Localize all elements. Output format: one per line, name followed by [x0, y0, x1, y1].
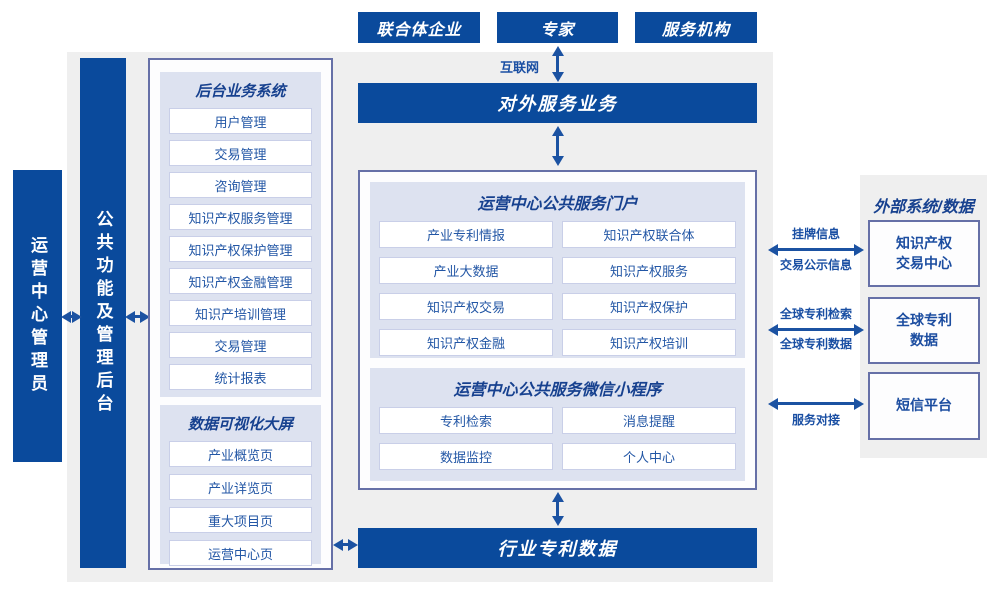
double-arrow-backend-to-panel [135, 315, 140, 318]
actor-service-agency: 服务机构 [635, 12, 757, 43]
double-arrow-service-to-portal [556, 136, 559, 156]
list-item: 消息提醒 [562, 407, 736, 434]
industry-patent-data-bar: 行业专利数据 [358, 528, 757, 568]
global-patent-data-label: 全球专利数据 [779, 337, 852, 351]
external-service-label: 对外服务业务 [497, 94, 618, 114]
portal-section: 运营中心公共服务门户 产业专利情报 知识产权联合体 产业大数据 知识产权服务 知… [370, 182, 745, 358]
portal-title: 运营中心公共服务门户 [477, 196, 638, 213]
list-item: 数据监控 [379, 443, 553, 470]
actor-consortium-enterprise: 联合体企业 [358, 12, 480, 43]
list-item: 产业专利情报 [379, 221, 553, 248]
double-arrow-admin-to-backend [71, 315, 72, 318]
list-item: 知识产培训管理 [169, 300, 312, 326]
double-arrow-dashboard-to-patent-data [343, 543, 348, 546]
double-arrow-global-patent [778, 328, 854, 331]
backend-system-title: 后台业务系统 [195, 83, 286, 100]
miniprogram-items: 专利检索 消息提醒 数据监控 个人中心 [370, 407, 745, 480]
list-item: 运营中心页 [169, 540, 312, 566]
list-item: 知识产权交易 [379, 293, 553, 320]
double-arrow-internet [556, 56, 559, 72]
dashboard-section: 数据可视化大屏 产业概览页 产业详览页 重大项目页 运营中心页 [160, 405, 321, 566]
operator-admin-bar: 运营中心管理员 [13, 170, 62, 462]
list-item: 知识产权培训 [562, 329, 736, 356]
list-item: 知识产权保护 [562, 293, 736, 320]
backend-system-items: 用户管理 交易管理 咨询管理 知识产权服务管理 知识产权保护管理 知识产权金融管… [160, 108, 321, 400]
global-patent-search-label: 全球专利检索 [779, 307, 852, 321]
listing-info-label: 挂牌信息 [791, 227, 840, 241]
list-item: 交易管理 [169, 332, 312, 358]
public-backend-bar: 公共功能及管理后台 [80, 58, 126, 568]
list-item: 产业详览页 [169, 474, 312, 500]
external-box-global-patent-data: 全球专利 数据 [868, 297, 980, 364]
actor-expert: 专家 [497, 12, 618, 43]
list-item: 产业概览页 [169, 441, 312, 467]
operator-admin-label: 运营中心管理员 [28, 235, 47, 397]
external-box-ip-trade-center: 知识产权 交易中心 [868, 220, 980, 287]
external-box-sms-platform: 短信平台 [868, 372, 980, 440]
list-item: 产业大数据 [379, 257, 553, 284]
list-item: 知识产权保护管理 [169, 236, 312, 262]
public-backend-label: 公共功能及管理后台 [93, 209, 113, 417]
list-item: 专利检索 [379, 407, 553, 434]
list-item: 咨询管理 [169, 172, 312, 198]
list-item: 知识产权服务 [562, 257, 736, 284]
portal-items: 产业专利情报 知识产权联合体 产业大数据 知识产权服务 知识产权交易 知识产权保… [370, 221, 745, 366]
external-panel-title: 外部系统/数据 [873, 199, 974, 216]
double-arrow-sms [778, 402, 854, 405]
backend-panel: 后台业务系统 用户管理 交易管理 咨询管理 知识产权服务管理 知识产权保护管理 … [148, 58, 333, 570]
double-arrow-trade-center [778, 248, 854, 251]
internet-label: 互联网 [500, 60, 540, 75]
list-item: 知识产权金融 [379, 329, 553, 356]
dashboard-items: 产业概览页 产业详览页 重大项目页 运营中心页 [160, 441, 321, 576]
dashboard-title: 数据可视化大屏 [187, 416, 293, 433]
center-panel: 运营中心公共服务门户 产业专利情报 知识产权联合体 产业大数据 知识产权服务 知… [358, 170, 757, 490]
external-service-bar: 对外服务业务 [358, 83, 757, 123]
miniprogram-title: 运营中心公共服务微信小程序 [453, 382, 662, 399]
backend-system-section: 后台业务系统 用户管理 交易管理 咨询管理 知识产权服务管理 知识产权保护管理 … [160, 72, 321, 397]
list-item: 知识产权金融管理 [169, 268, 312, 294]
list-item: 交易管理 [169, 140, 312, 166]
list-item: 知识产权服务管理 [169, 204, 312, 230]
double-arrow-panel-to-patent-data [556, 502, 559, 516]
service-docking-label: 服务对接 [791, 413, 840, 427]
list-item: 用户管理 [169, 108, 312, 134]
actor-label: 服务机构 [661, 21, 730, 39]
actor-label: 联合体企业 [376, 21, 462, 39]
list-item: 统计报表 [169, 364, 312, 390]
miniprogram-section: 运营中心公共服务微信小程序 专利检索 消息提醒 数据监控 个人中心 [370, 368, 745, 481]
list-item: 知识产权联合体 [562, 221, 736, 248]
trade-publicity-label: 交易公示信息 [779, 258, 852, 272]
list-item: 重大项目页 [169, 507, 312, 533]
list-item: 个人中心 [562, 443, 736, 470]
actor-label: 专家 [540, 21, 575, 39]
industry-patent-data-label: 行业专利数据 [497, 539, 618, 559]
